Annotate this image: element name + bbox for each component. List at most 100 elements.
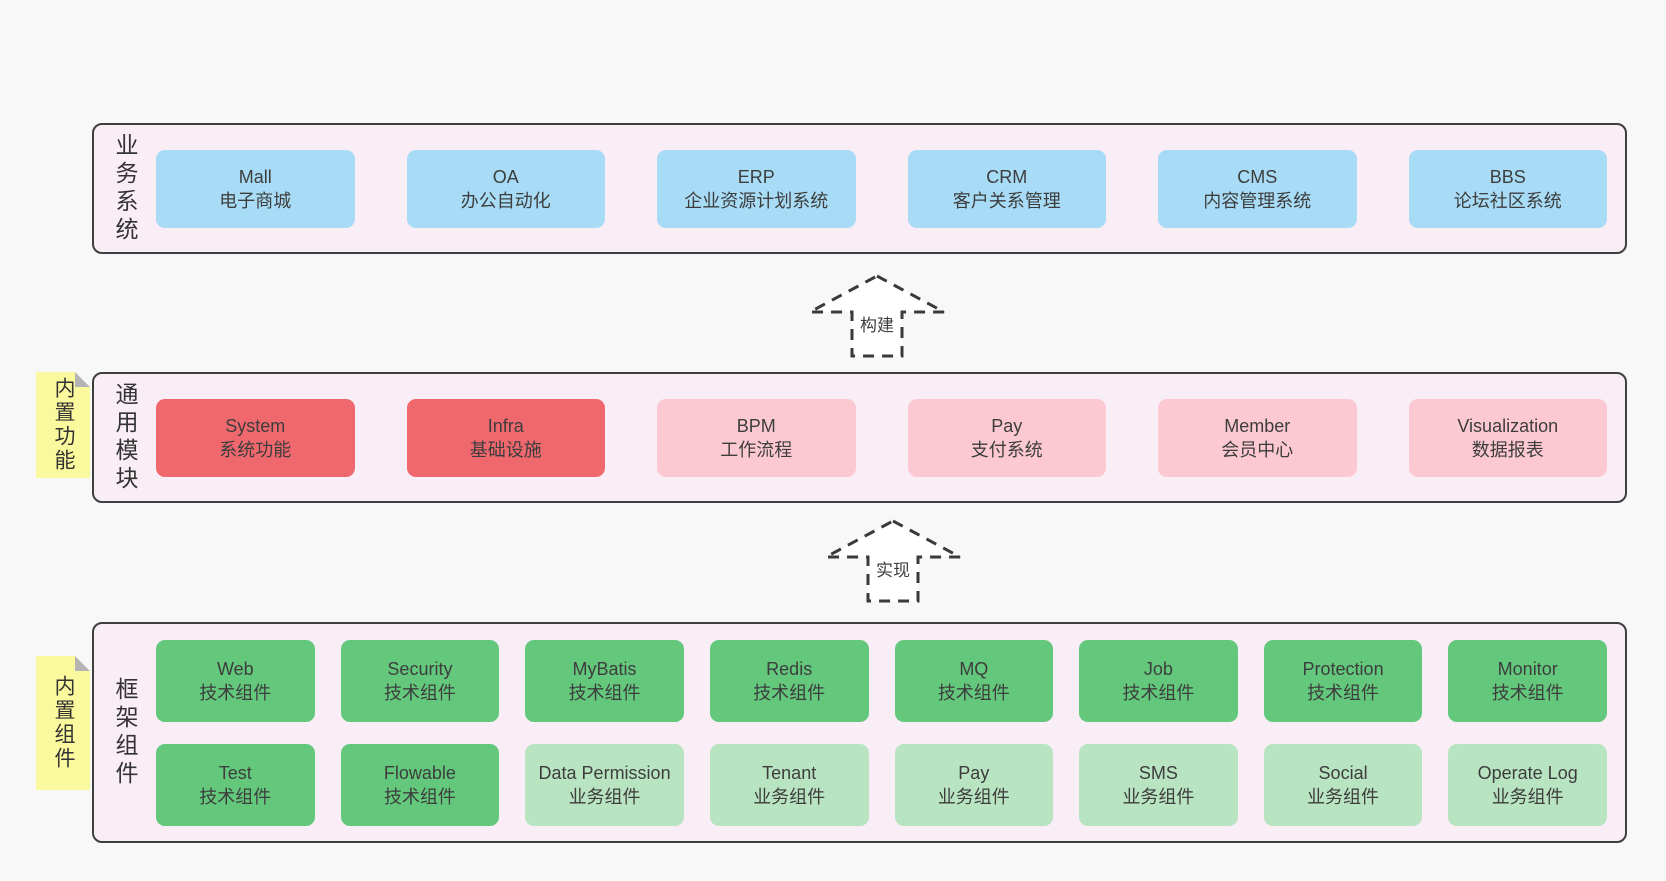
sticky-note-built-in-features: 内置功能 bbox=[36, 372, 90, 478]
box-visualization: Visualization 数据报表 bbox=[1408, 398, 1607, 477]
box-title: Social bbox=[1318, 762, 1368, 783]
box-oa: OA 办公自动化 bbox=[406, 149, 605, 228]
box-subtitle: 技术组件 bbox=[937, 682, 1010, 703]
box-subtitle: 工作流程 bbox=[720, 439, 793, 460]
box-subtitle: 办公自动化 bbox=[460, 190, 551, 211]
implement-arrow-icon: 实现 bbox=[825, 519, 961, 603]
box-title: BBS bbox=[1489, 166, 1526, 187]
box-title: Visualization bbox=[1457, 415, 1559, 436]
box-job: Job 技术组件 bbox=[1079, 639, 1238, 722]
box-title: Member bbox=[1224, 415, 1291, 436]
box-subtitle: 技术组件 bbox=[1122, 682, 1195, 703]
box-title: MQ bbox=[959, 658, 989, 679]
panel-common-modules: 通用模块 System 系统功能 Infra 基础设施 BPM 工作流程 Pay 支付系统 Me… bbox=[92, 372, 1627, 503]
box-title: Operate Log bbox=[1477, 762, 1578, 783]
box-subtitle: 技术组件 bbox=[199, 682, 272, 703]
box-subtitle: 技术组件 bbox=[1491, 682, 1564, 703]
box-subtitle: 系统功能 bbox=[219, 439, 292, 460]
box-subtitle: 技术组件 bbox=[383, 682, 456, 703]
box-title: Protection bbox=[1302, 658, 1384, 679]
common-modules-row: System 系统功能 Infra 基础设施 BPM 工作流程 Pay 支付系统 Member 会… bbox=[156, 374, 1607, 501]
box-member: Member 会员中心 bbox=[1158, 398, 1357, 477]
box-subtitle: 数据报表 bbox=[1471, 439, 1544, 460]
box-subtitle: 技术组件 bbox=[753, 682, 826, 703]
box-subtitle: 电子商城 bbox=[219, 190, 292, 211]
folded-corner-icon bbox=[75, 372, 90, 387]
folded-corner-icon bbox=[75, 656, 90, 671]
box-title: Flowable bbox=[383, 762, 456, 783]
box-redis: Redis 技术组件 bbox=[709, 639, 869, 722]
box-subtitle: 技术组件 bbox=[383, 786, 456, 807]
box-subtitle: 业务组件 bbox=[753, 786, 826, 807]
common-modules-label: 通用模块 bbox=[112, 381, 138, 494]
panel-side-label: 框架组件 bbox=[94, 624, 156, 841]
box-title: Pay bbox=[991, 415, 1023, 436]
box-title: SMS bbox=[1138, 762, 1178, 783]
box-title: OA bbox=[492, 166, 519, 187]
box-infra: Infra 基础设施 bbox=[406, 398, 605, 477]
up-arrow-shape bbox=[825, 519, 961, 603]
box-title: Tenant bbox=[762, 762, 817, 783]
box-mybatis: MyBatis 技术组件 bbox=[525, 639, 684, 722]
box-title: Job bbox=[1143, 658, 1173, 679]
box-system: System 系统功能 bbox=[156, 398, 355, 477]
box-subtitle: 业务组件 bbox=[1491, 786, 1564, 807]
box-title: Pay bbox=[958, 762, 990, 783]
business-systems-label: 业务系统 bbox=[112, 132, 138, 245]
box-subtitle: 论坛社区系统 bbox=[1453, 190, 1562, 211]
box-subtitle: 会员中心 bbox=[1221, 439, 1294, 460]
box-subtitle: 企业资源计划系统 bbox=[684, 190, 829, 211]
sticky-note-built-in-components: 内置组件 bbox=[36, 656, 90, 790]
box-title: Redis bbox=[766, 658, 813, 679]
box-subtitle: 业务组件 bbox=[937, 786, 1010, 807]
box-test: Test 技术组件 bbox=[156, 743, 315, 826]
box-sms: SMS 业务组件 bbox=[1079, 743, 1238, 826]
box-subtitle: 内容管理系统 bbox=[1203, 190, 1312, 211]
panel-side-label: 通用模块 bbox=[94, 374, 156, 501]
box-tenant: Tenant 业务组件 bbox=[709, 743, 869, 826]
box-mq: MQ 技术组件 bbox=[894, 639, 1054, 722]
box-operate-log: Operate Log 业务组件 bbox=[1448, 743, 1607, 826]
sticky-label: 内置组件 bbox=[52, 675, 75, 771]
arrow-label: 构建 bbox=[860, 316, 894, 335]
box-cms: CMS 内容管理系统 bbox=[1158, 149, 1357, 228]
box-subtitle: 业务组件 bbox=[568, 786, 641, 807]
box-bbs: BBS 论坛社区系统 bbox=[1408, 149, 1607, 228]
box-title: Web bbox=[216, 658, 254, 679]
box-subtitle: 基础设施 bbox=[469, 439, 542, 460]
box-subtitle: 技术组件 bbox=[568, 682, 641, 703]
box-subtitle: 技术组件 bbox=[1307, 682, 1380, 703]
box-pay: Pay 支付系统 bbox=[907, 398, 1106, 477]
box-title: Infra bbox=[487, 415, 524, 436]
box-subtitle: 客户关系管理 bbox=[952, 190, 1061, 211]
box-title: Security bbox=[387, 658, 453, 679]
box-title: MyBatis bbox=[572, 658, 637, 679]
box-web: Web 技术组件 bbox=[156, 639, 315, 722]
box-protection: Protection 技术组件 bbox=[1263, 639, 1423, 722]
up-arrow-shape bbox=[809, 274, 945, 358]
box-title: BPM bbox=[736, 415, 776, 436]
arrow-label: 实现 bbox=[876, 561, 910, 580]
box-security: Security 技术组件 bbox=[340, 639, 500, 722]
sticky-label: 内置功能 bbox=[52, 377, 75, 473]
box-title: System bbox=[225, 415, 286, 436]
box-flowable: Flowable 技术组件 bbox=[340, 743, 500, 826]
box-title: Test bbox=[218, 762, 252, 783]
box-title: CMS bbox=[1237, 166, 1278, 187]
box-bpm: BPM 工作流程 bbox=[657, 398, 856, 477]
box-subtitle: 业务组件 bbox=[1122, 786, 1195, 807]
panel-side-label: 业务系统 bbox=[94, 125, 156, 252]
box-subtitle: 技术组件 bbox=[199, 786, 272, 807]
box-subtitle: 支付系统 bbox=[970, 439, 1043, 460]
